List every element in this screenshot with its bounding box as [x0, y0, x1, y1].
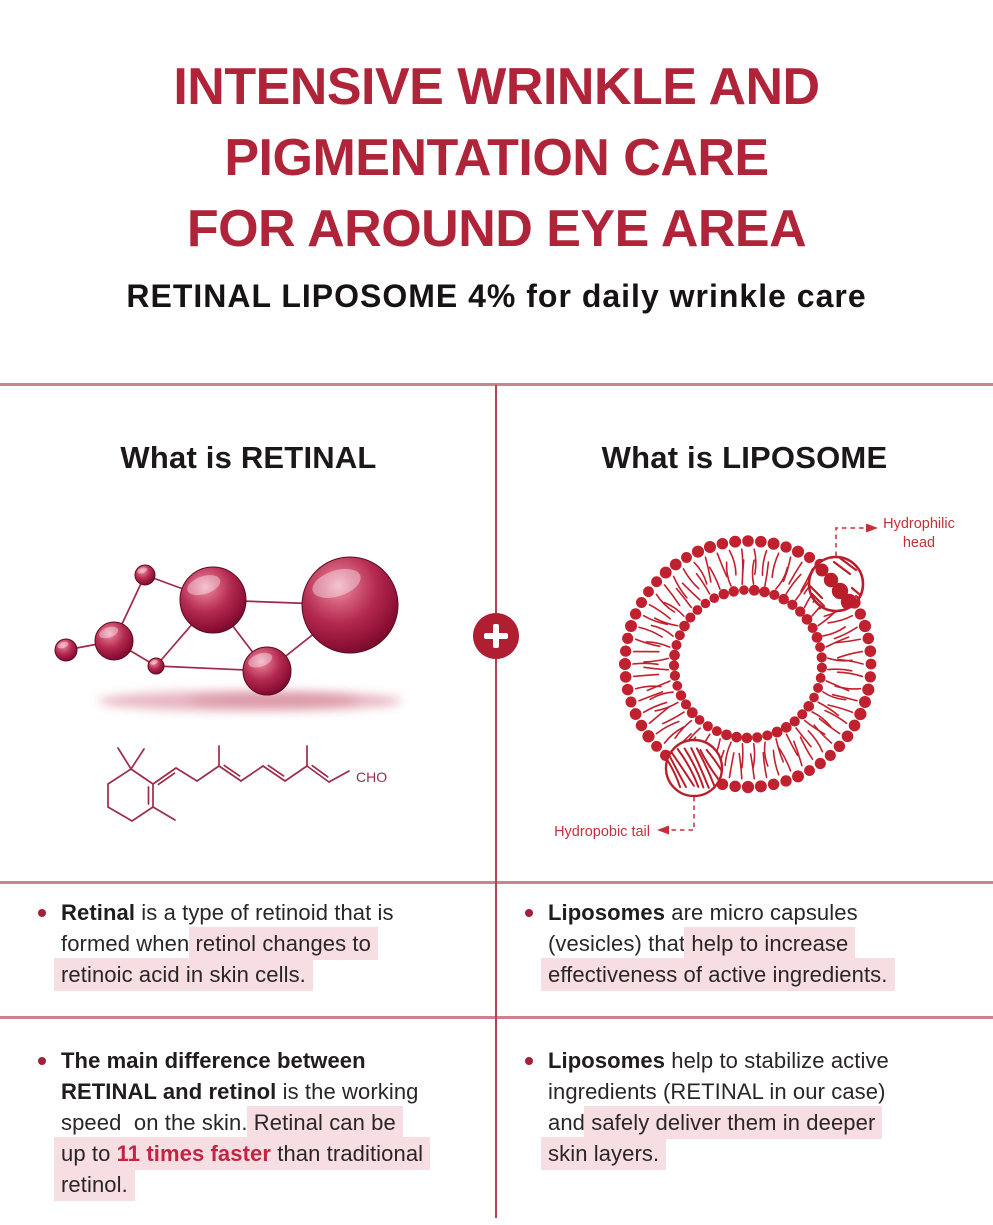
- title-line-3: FOR AROUND EYE AREA: [186, 200, 807, 258]
- hydrophilic-head-magnifier: [807, 555, 865, 613]
- bullet-dot: [525, 1057, 533, 1065]
- main-title: INTENSIVE WRINKLE AND PIGMENTATION CARE …: [0, 52, 993, 265]
- divider-vertical: [495, 385, 497, 1218]
- right-column-heading: What is LIPOSOME: [601, 440, 888, 475]
- cho-label: CHO: [356, 769, 387, 785]
- bullet-liposome-definition: Liposomes are micro capsules(vesicles) t…: [525, 897, 985, 991]
- hydrophobic-tail-label: Hydropobic tail: [554, 824, 650, 840]
- molecule-3d: [54, 556, 402, 711]
- left-column-heading: What is RETINAL: [120, 440, 377, 475]
- divider-top: [0, 383, 993, 386]
- title-line-1: INTENSIVE WRINKLE AND: [173, 58, 820, 116]
- retinal-skeletal-formula: [107, 745, 350, 823]
- bullet-dot: [38, 1057, 46, 1065]
- bullet-dot: [525, 909, 533, 917]
- subtitle: RETINAL LIPOSOME 4% for daily wrinkle ca…: [126, 278, 867, 314]
- liposome-bilayer-ring: [618, 535, 877, 794]
- hydrophobic-tail-magnifier: [664, 738, 724, 798]
- plus-icon: [473, 613, 519, 659]
- liposome-illustration: [618, 523, 878, 835]
- hydrophilic-head-label: Hydrophilic head: [883, 516, 955, 551]
- annotation-arrows: [657, 523, 878, 835]
- retinal-molecule-illustration: CHO: [54, 556, 402, 823]
- bullet-dot: [38, 909, 46, 917]
- title-line-2: PIGMENTATION CARE: [224, 129, 769, 187]
